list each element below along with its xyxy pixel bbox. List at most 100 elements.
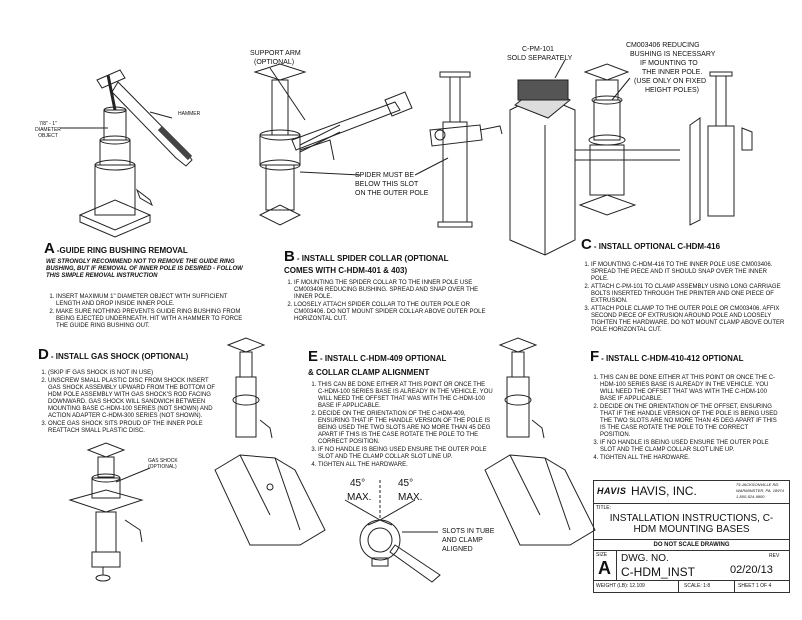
- max-left-label: MAX.: [347, 492, 372, 503]
- section-e-title-line1: - INSTALL C-HDM-409 OPTIONAL: [320, 354, 447, 363]
- figure-e-mount: [214, 337, 326, 546]
- section-c-letter: C: [581, 236, 592, 253]
- cm-callout-line4: THE INNER POLE.: [642, 69, 703, 76]
- spider-callout-line2: BELOW THIS SLOT: [355, 181, 419, 188]
- figure-c-printer: [509, 59, 680, 256]
- diameter-object-callout: 7/8" - 1" DIAMETER OBJECT: [35, 121, 61, 139]
- section-f-step-4: TIGHTEN ALL THE HARDWARE.: [600, 455, 780, 462]
- slots-callout-line1: SLOTS IN TUBE: [442, 528, 495, 535]
- weight-value: WEIGHT (LB): 12.109: [596, 583, 645, 589]
- section-e-step-3: IF NO HANDLE IS BEING USED ENSURE THE OU…: [318, 447, 493, 461]
- figure-b-support-arm: [269, 67, 413, 176]
- address-line-3: 1-800-524-9900: [736, 494, 765, 499]
- title-cell: TITLE: INSTALLATION INSTRUCTIONS, C- HDM…: [594, 503, 789, 539]
- section-e-step-4: TIGHTEN ALL THE HARDWARE.: [318, 462, 493, 469]
- section-d-title: D- INSTALL GAS SHOCK (OPTIONAL): [38, 347, 189, 362]
- sheet-value: SHEET 1 OF 4: [738, 583, 772, 589]
- drawing-title-line-1: INSTALLATION INSTRUCTIONS, C-: [609, 513, 774, 524]
- do-not-scale-note: DO NOT SCALE DRAWING: [594, 539, 789, 550]
- cm-callout-line1: CM003406 REDUCING: [626, 42, 700, 49]
- section-d-steps: (SKIP IF GAS SHOCK IS NOT IN USE) UNSCRE…: [38, 370, 218, 436]
- section-c-step-1: IF MOUNTING C-HDM-416 TO THE INNER POLE …: [591, 262, 786, 283]
- section-c-step-3: ATTACH POLE CLAMP TO THE OUTER POLE OR C…: [591, 306, 786, 334]
- cm-callout-line2: BUSHING IS NECESSARY: [630, 51, 716, 58]
- section-a-step-1: INSERT MAXIMUM 1" DIAMETER OBJECT WITH S…: [56, 294, 251, 308]
- section-f-title: F- INSTALL C-HDM-410-412 OPTIONAL: [590, 349, 744, 364]
- section-e-step-2: DECIDE ON THE ORIENTATION OF THE C-HDM-4…: [318, 411, 493, 446]
- section-d-title-text: - INSTALL GAS SHOCK (OPTIONAL): [50, 352, 189, 361]
- section-b-letter: B: [284, 248, 295, 265]
- address-line-2: WARMINSTER, PA. 18974: [736, 488, 784, 493]
- section-b-title-line1: - INSTALL SPIDER COLLAR (OPTIONAL: [296, 254, 449, 263]
- slots-callout-line3: ALIGNED: [442, 546, 473, 553]
- figure-c-clamp: [689, 71, 753, 226]
- spider-callout-line1: SPIDER MUST BE: [355, 172, 414, 179]
- rev-label: REV: [769, 553, 780, 559]
- section-b-step-1: IF MOUNTING THE SPIDER COLLAR TO THE INN…: [294, 280, 489, 301]
- section-d-step-1: (SKIP IF GAS SHOCK IS NOT IN USE): [48, 370, 218, 377]
- figure-c-pole: [578, 63, 637, 216]
- section-b-step-2: LOOSELY ATTACH SPIDER COLLAR TO THE OUTE…: [294, 302, 489, 323]
- company-name: HAVIS, INC.: [631, 484, 697, 498]
- section-e-title: E- INSTALL C-HDM-409 OPTIONAL: [308, 349, 447, 364]
- figure-b-pole: [253, 63, 341, 226]
- hammer-callout: HAMMER: [178, 111, 201, 117]
- section-b-steps: IF MOUNTING THE SPIDER COLLAR TO THE INN…: [284, 280, 489, 324]
- havis-logo: HAVIS: [597, 486, 627, 496]
- scale-divider: [734, 581, 735, 593]
- section-c-title-text: - INSTALL OPTIONAL C-HDM-416: [593, 242, 721, 251]
- rev-value: 02/20/13: [730, 564, 773, 576]
- support-arm-callout-line2: (OPTIONAL): [254, 59, 295, 66]
- section-e-step-1: THIS CAN BE DONE EITHER AT THIS POINT OR…: [318, 382, 493, 410]
- section-a-warning: WE STRONGLY RECOMMEND NOT TO REMOVE THE …: [46, 259, 243, 279]
- cm-callout-line3: IF MOUNTING TO: [640, 60, 698, 67]
- gas-shock-callout-line2: (OPTIONAL): [148, 464, 177, 470]
- cm-callout-line6: HEIGHT POLES): [645, 87, 699, 94]
- section-f-steps: THIS CAN BE DONE EITHER AT THIS POINT OR…: [590, 375, 780, 463]
- section-a-title-text: -GUIDE RING BUSHING REMOVAL: [56, 246, 188, 255]
- cpm-callout-line1: C-PM-101: [522, 46, 554, 53]
- scale-value: SCALE: 1:8: [684, 583, 711, 589]
- section-c-steps: IF MOUNTING C-HDM-416 TO THE INNER POLE …: [581, 262, 786, 335]
- section-c-title: C- INSTALL OPTIONAL C-HDM-416: [581, 237, 721, 252]
- size-divider: [616, 551, 617, 581]
- figure-d-pole: [68, 442, 151, 582]
- section-a-step-2: MAKE SURE NOTHING PREVENTS GUIDE RING BU…: [56, 309, 251, 330]
- section-a-title: A-GUIDE RING BUSHING REMOVAL: [44, 241, 188, 256]
- size-value: A: [598, 558, 611, 578]
- section-d-step-3: ONCE GAS SHOCK SITS PROUD OF THE INNER P…: [48, 421, 218, 435]
- section-d-step-2: UNSCREW SMALL PLASTIC DISC FROM SHOCK IN…: [48, 378, 218, 420]
- spider-callout-line3: ON THE OUTER POLE: [355, 190, 429, 197]
- drawing-title-line-2: HDM MOUNTING BASES: [633, 524, 750, 535]
- dwg-row: SIZE A DWG. NO. C-HDM_INST REV 02/20/13: [594, 550, 789, 581]
- section-b-title: B- INSTALL SPIDER COLLAR (OPTIONAL: [284, 249, 449, 264]
- section-a-letter: A: [44, 240, 55, 257]
- figure-a-pole: [78, 74, 154, 238]
- section-f-step-1: THIS CAN BE DONE EITHER AT THIS POINT OR…: [600, 375, 780, 403]
- title-block: HAVIS HAVIS, INC. 75 JACKSONVILLE RD. WA…: [593, 480, 790, 593]
- max-right-label: MAX.: [398, 492, 423, 503]
- section-a-steps: INSERT MAXIMUM 1" DIAMETER OBJECT WITH S…: [46, 294, 251, 331]
- section-e-steps: THIS CAN BE DONE EITHER AT THIS POINT OR…: [308, 382, 493, 470]
- company-address: 75 JACKSONVILLE RD. WARMINSTER, PA. 1897…: [736, 482, 784, 500]
- section-f-step-2: DECIDE ON THE ORIENTATION OF THE OFFSET,…: [600, 404, 780, 439]
- drawing-title: INSTALLATION INSTRUCTIONS, C- HDM MOUNTI…: [594, 513, 789, 535]
- figure-e-angle-diagram: [344, 480, 441, 583]
- section-e-title-line2: & COLLAR CLAMP ALIGNMENT: [308, 368, 430, 377]
- figure-b-spider: [414, 71, 503, 228]
- section-e-letter: E: [308, 348, 319, 365]
- cpm-callout-line2: SOLD SEPARATELY: [507, 55, 573, 62]
- bottom-row: WEIGHT (LB): 12.109 SCALE: 1:8 SHEET 1 O…: [594, 580, 789, 593]
- weight-divider: [678, 581, 679, 593]
- section-c-step-2: ATTACH C-PM-101 TO CLAMP ASSEMBLY USING …: [591, 284, 786, 305]
- slots-callout-line2: AND CLAMP: [442, 537, 483, 544]
- section-d-letter: D: [38, 346, 49, 363]
- figure-f-mount: [484, 337, 596, 546]
- section-f-letter: F: [590, 348, 600, 365]
- support-arm-callout-line1: SUPPORT ARM: [250, 50, 301, 57]
- size-label: SIZE: [596, 552, 608, 558]
- angle-right-label: 45°: [398, 478, 414, 489]
- angle-left-label: 45°: [350, 478, 366, 489]
